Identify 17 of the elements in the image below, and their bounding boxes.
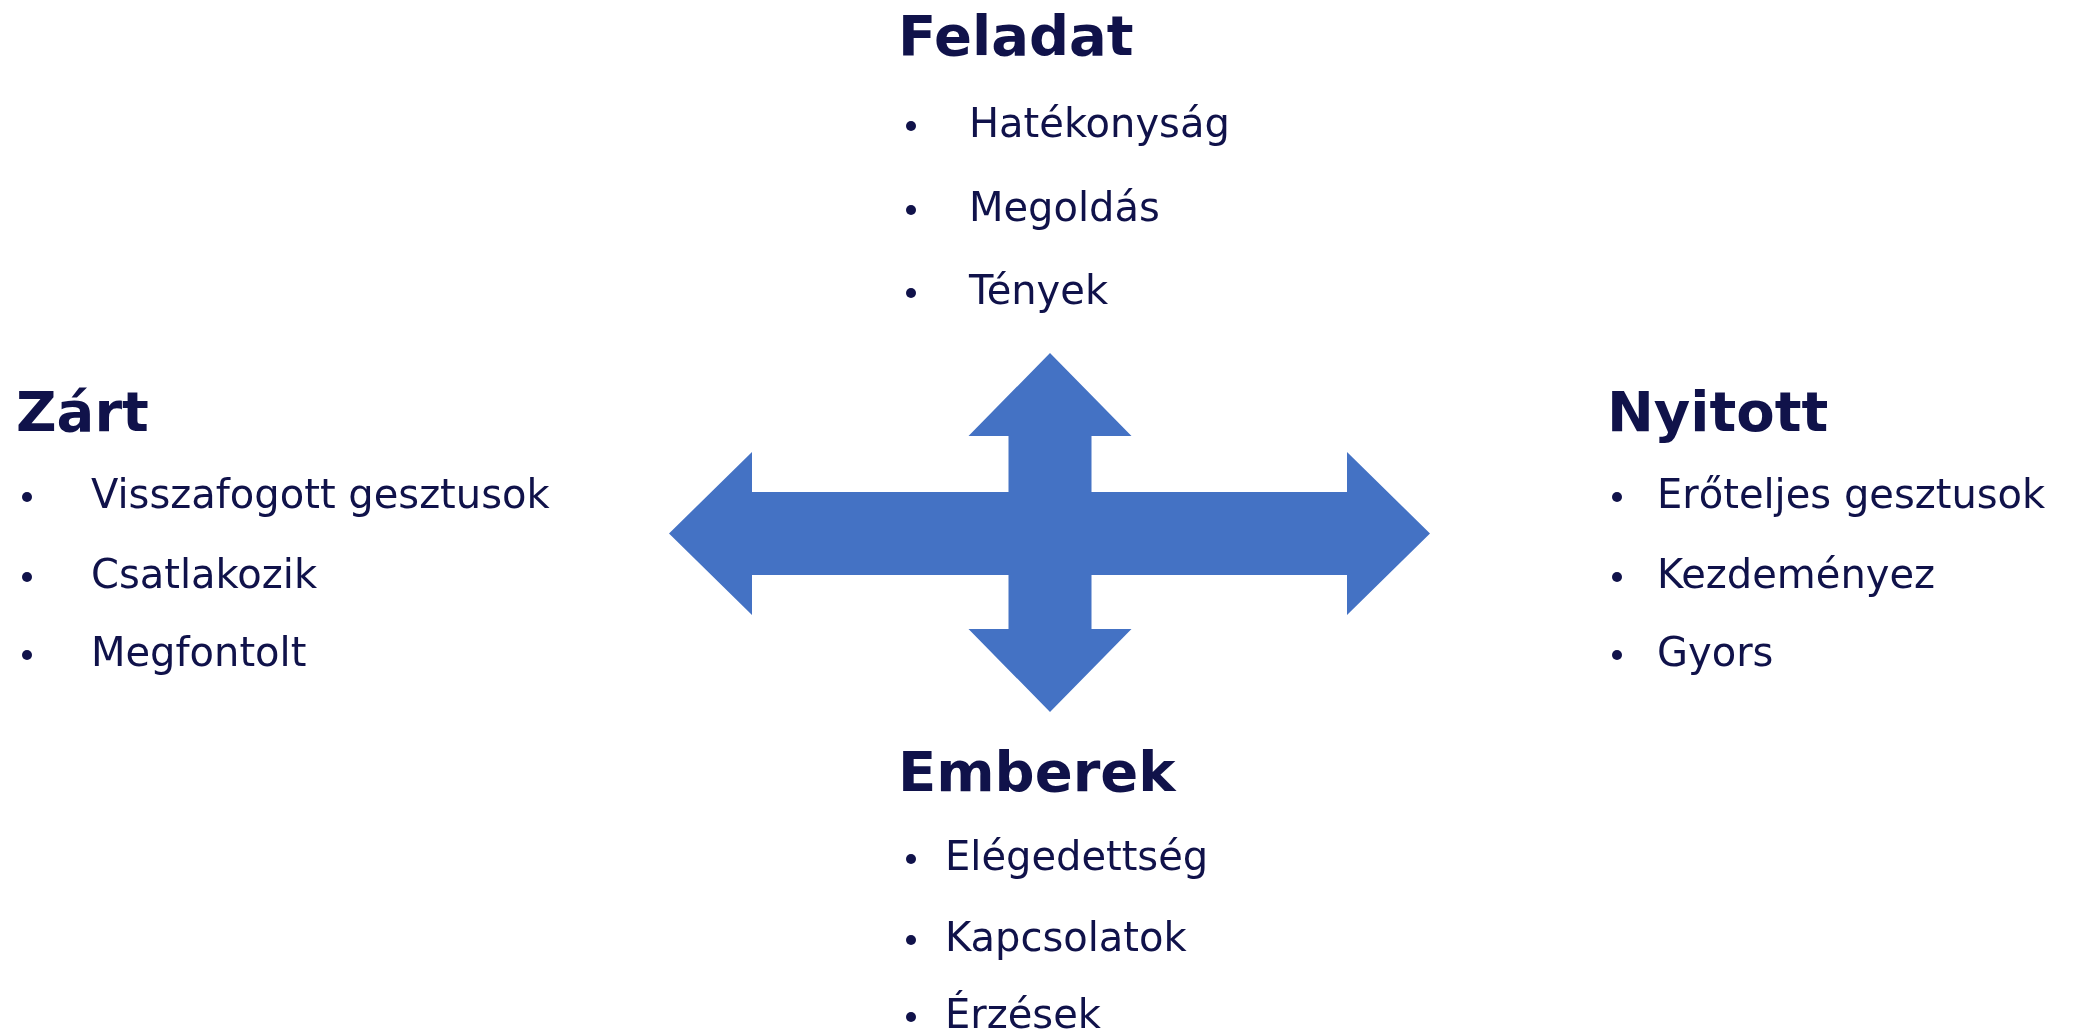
bullet-item: Hatékonyság [906, 98, 1230, 148]
heading: Emberek [898, 740, 1176, 804]
bullet-item: Tények [906, 265, 1109, 315]
heading: Feladat [898, 4, 1134, 68]
bullet-item: Megfontolt [22, 627, 307, 677]
block-arrow [968, 353, 1132, 712]
bullet-item: Kezdeményez [1612, 549, 1936, 599]
heading: Zárt [16, 380, 149, 444]
bullet-item: Csatlakozik [22, 549, 318, 599]
bullet-item: Kapcsolatok [906, 912, 1187, 962]
heading: Nyitott [1607, 380, 1829, 444]
bullet-item: Érzések [906, 989, 1101, 1033]
bullet-item: Erőteljes gesztusok [1612, 469, 2046, 519]
bullet-item: Megoldás [906, 182, 1160, 232]
bullet-item: Visszafogott gesztusok [22, 469, 550, 519]
bullet-item: Gyors [1612, 627, 1774, 677]
bullet-item: Elégedettség [906, 831, 1209, 881]
